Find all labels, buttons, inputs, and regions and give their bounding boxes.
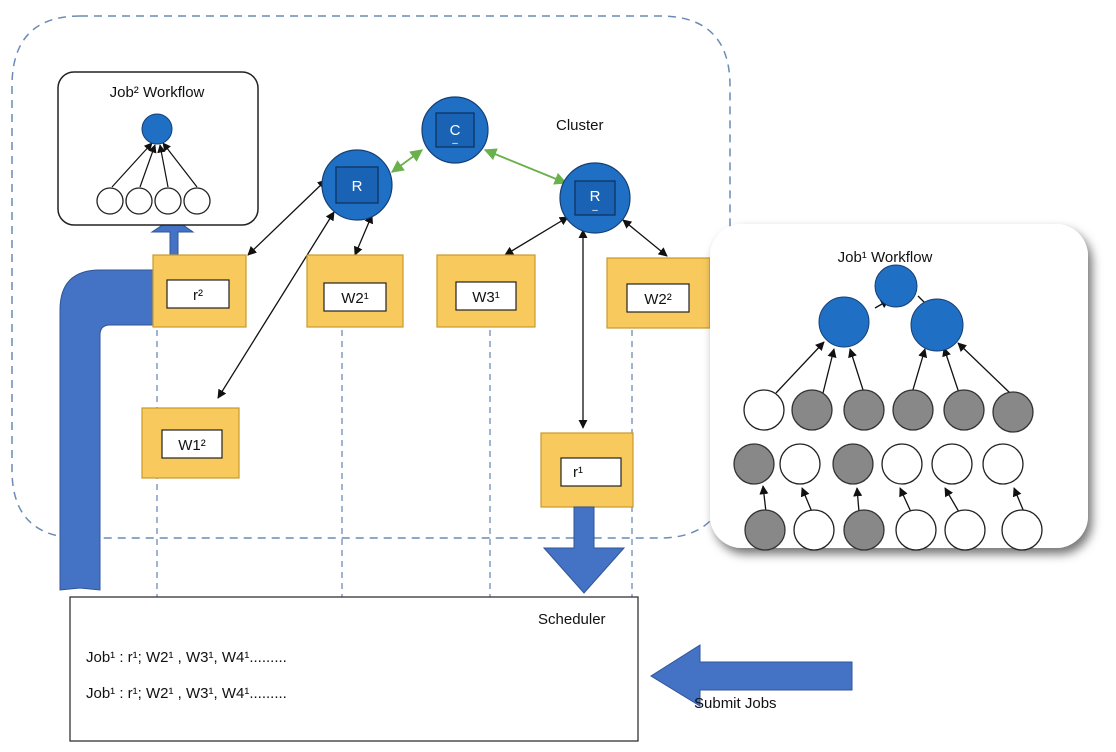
job1-node (843, 389, 885, 431)
container-w2-1: W2¹ (306, 254, 404, 328)
coordinator-label: C (450, 122, 461, 139)
job2-leaf-node (125, 187, 153, 215)
r1-to-scheduler-arrow (542, 506, 626, 594)
job1-workflow-title: Job¹ Workflow (838, 249, 933, 266)
scheduler-box: Scheduler Job¹ : r¹; W2¹ , W3¹, W4¹.....… (69, 596, 639, 742)
job1-node (892, 389, 934, 431)
container-w2-2: W2² (606, 257, 711, 329)
container-r1: r¹ (540, 432, 634, 508)
job1-node (992, 391, 1034, 433)
job1-node (1001, 509, 1043, 551)
link-r-left-to-w1-2 (217, 211, 335, 399)
link-r-right-to-w2-2 (622, 219, 668, 257)
submit-jobs-arrow (650, 644, 853, 707)
container-w1-2-label: W1² (178, 437, 206, 454)
link-r-left-to-w2-1 (354, 214, 373, 256)
job1-node (779, 443, 821, 485)
job1-node (743, 389, 785, 431)
container-r2: r² (152, 254, 247, 328)
job1-node (832, 443, 874, 485)
container-w2-1-label: W2¹ (341, 290, 369, 307)
job1-node (881, 443, 923, 485)
job1-node (793, 509, 835, 551)
scheduler-line-1: Job¹ : r¹; W2¹ , W3¹, W4¹......... (86, 649, 287, 666)
job1-node (931, 443, 973, 485)
job1-node (943, 389, 985, 431)
scheduler-line-2: Job¹ : r¹; W2¹ , W3¹, W4¹......... (86, 685, 287, 702)
container-w3-1-label: W3¹ (472, 289, 500, 306)
job2-leaf-node (183, 187, 211, 215)
resource-manager-right-node: R – (559, 162, 631, 234)
container-w1-2: W1² (141, 407, 240, 479)
cluster-label: Cluster (556, 117, 604, 134)
coordinator-node: C – (421, 96, 489, 164)
container-r1-label: r¹ (573, 464, 583, 481)
job1-mid-node (818, 296, 870, 348)
coordinator-mark: – (452, 138, 458, 149)
job2-workflow-title: Job² Workflow (110, 84, 205, 101)
submit-jobs-label: Submit Jobs (694, 695, 777, 712)
job1-node (895, 509, 937, 551)
job1-node (733, 443, 775, 485)
resource-manager-right-mark: – (592, 205, 598, 216)
job1-mid-node (910, 298, 964, 352)
job1-node (744, 509, 786, 551)
resource-manager-left-label: R (352, 178, 363, 195)
link-c-to-r-right (483, 148, 568, 185)
resource-manager-left-node: R (321, 149, 393, 221)
resource-manager-right-label: R (590, 188, 601, 205)
job1-node (843, 509, 885, 551)
job1-node (944, 509, 986, 551)
job2-root-node (141, 113, 173, 145)
link-r-right-to-w3-1 (504, 216, 569, 256)
job2-workflow-box: Job² Workflow (57, 71, 259, 226)
container-w2-2-label: W2² (644, 291, 672, 308)
job1-workflow-box: Job¹ Workflow (710, 224, 1088, 551)
container-w3-1: W3¹ (436, 254, 536, 328)
job2-leaf-node (96, 187, 124, 215)
scheduler-title: Scheduler (538, 611, 606, 628)
job1-root-node (874, 264, 918, 308)
link-c-to-r-left (390, 149, 424, 173)
job2-leaf-node (154, 187, 182, 215)
job1-node (791, 389, 833, 431)
container-r2-label: r² (193, 287, 203, 304)
job1-node (982, 443, 1024, 485)
